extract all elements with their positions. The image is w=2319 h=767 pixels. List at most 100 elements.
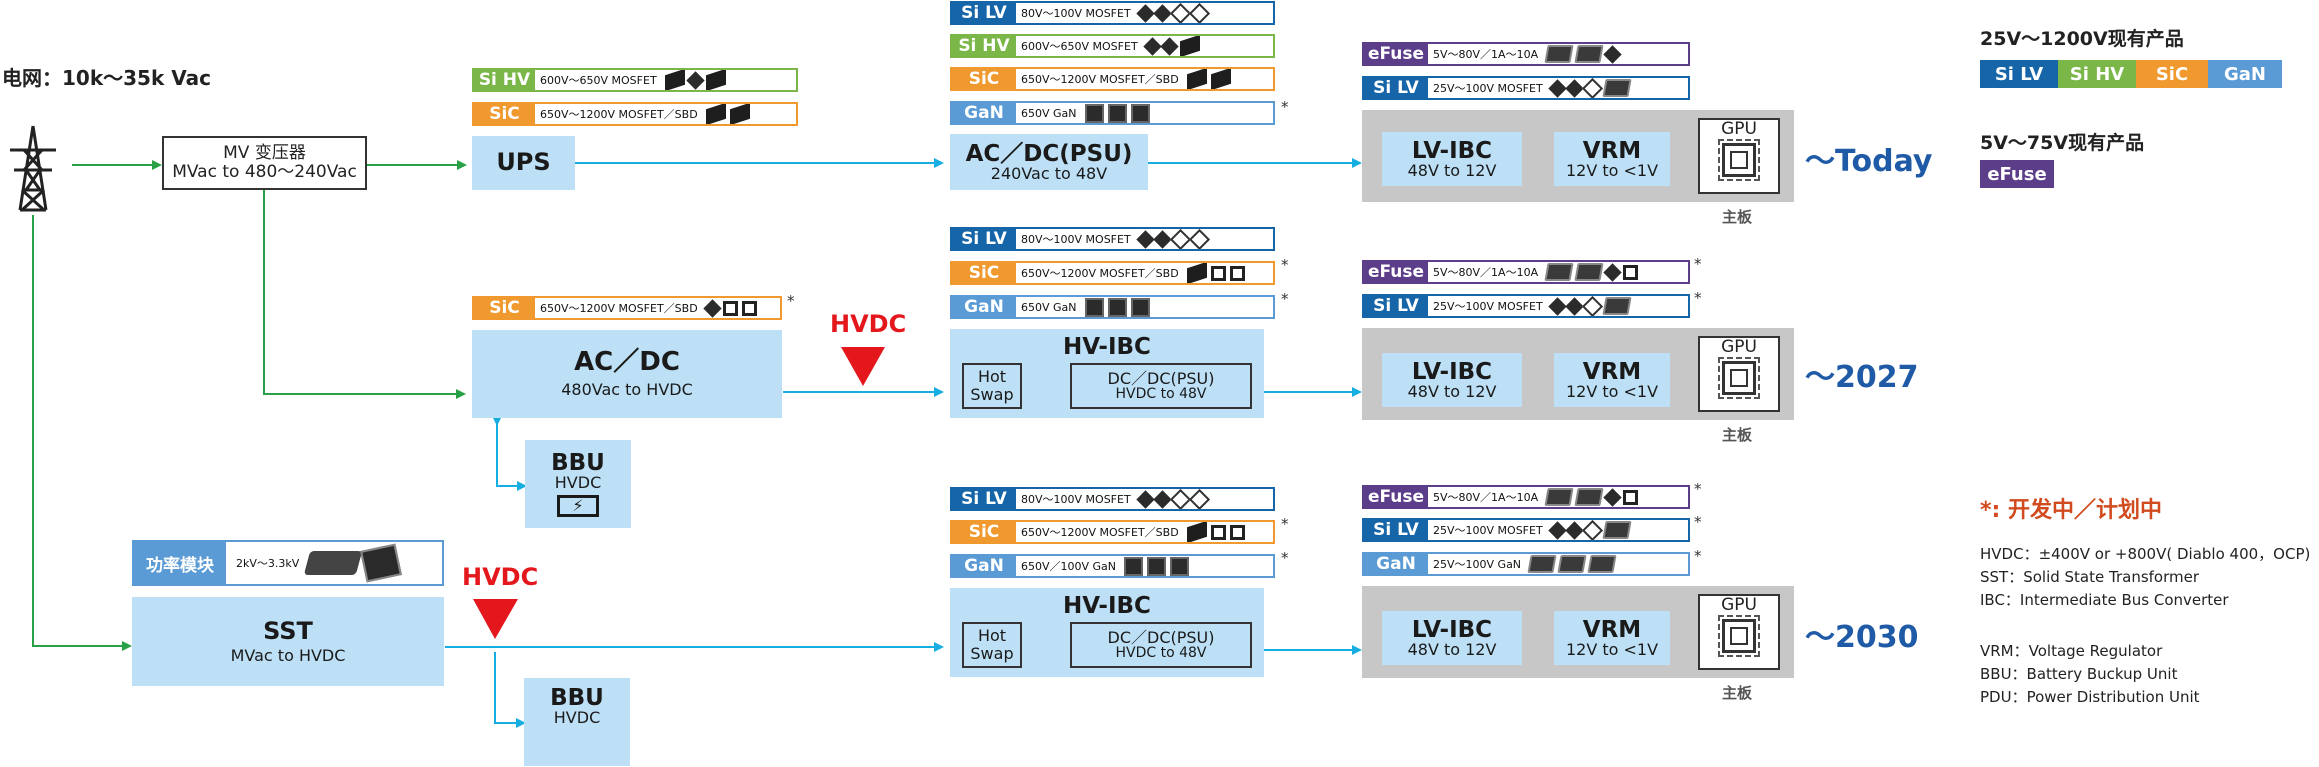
lv-ibc-box: LV-IBC 48V to 12V	[1382, 132, 1522, 186]
package-icon	[1574, 488, 1604, 506]
tag-desc: 650V～1200V MOSFET／SBD	[1021, 526, 1179, 539]
chip-diamond-icon	[1188, 3, 1210, 23]
tag-label: SiC	[952, 69, 1016, 89]
abbr-pdu: PDU：Power Distribution Unit	[1980, 688, 2200, 706]
to-package-icon	[705, 70, 726, 90]
tag-desc: 650V～1200V MOSFET／SBD	[540, 108, 698, 121]
sst-sub: MVac to HVDC	[230, 645, 346, 665]
mainboard-today: LV-IBC 48V to 12V VRM 12V to <1V GPU	[1362, 110, 1794, 202]
mainboard-2030: LV-IBC 48V to 12V VRM 12V to <1V GPU	[1362, 586, 1794, 678]
gpu-label: GPU	[1721, 595, 1757, 615]
hv-ibc-title: HV-IBC	[1063, 334, 1151, 360]
package-icon	[1602, 297, 1632, 315]
dev-star: *	[1694, 513, 1702, 531]
tag-desc: 25V～100V MOSFET	[1433, 524, 1543, 537]
today-tag-sihv: Si HV 600V～650V MOSFET	[950, 34, 1275, 58]
y2027-tag-sic: SiC 650V～1200V MOSFET／SBD	[950, 261, 1275, 285]
chip-square-icon	[1623, 264, 1639, 280]
chip-diamond-icon	[1547, 520, 1567, 540]
dcdc-title: DC／DC(PSU)	[1107, 627, 1215, 647]
gpu-box: GPU	[1698, 118, 1780, 194]
lv-ibc-title: LV-IBC	[1411, 616, 1493, 643]
legend-gan: GaN	[2208, 60, 2282, 88]
vrm-title: VRM	[1582, 358, 1642, 385]
package-icon	[1544, 488, 1574, 506]
chip-diamond-icon	[1581, 78, 1603, 98]
tag-label: Si LV	[1364, 520, 1428, 540]
package-icon	[1602, 79, 1632, 97]
acdc-2027-sub: 480Vac to HVDC	[561, 380, 693, 400]
dcdc-psu-box: DC／DC(PSU) HVDC to 48V	[1070, 363, 1252, 409]
abbr-ibc: IBC：Intermediate Bus Converter	[1980, 591, 2229, 609]
tag-desc: 25V～100V MOSFET	[1433, 82, 1543, 95]
chip-diamond-icon	[1581, 296, 1603, 316]
chip-diamond-icon	[1188, 489, 1210, 509]
tag-label: SiC	[952, 263, 1016, 283]
tag-label: Si LV	[952, 229, 1016, 249]
sst-box: SST MVac to HVDC	[132, 597, 444, 686]
today-tag-sic: SiC 650V～1200V MOSFET／SBD	[950, 67, 1275, 91]
y2027-tag-silv2: Si LV 25V～100V MOSFET	[1362, 294, 1690, 318]
chip-square-icon	[1107, 103, 1127, 123]
gpu-label: GPU	[1721, 119, 1757, 139]
bbu-2027-box: BBU HVDC ⚡	[525, 440, 631, 528]
lv-ibc-box: LV-IBC 48V to 12V	[1382, 611, 1522, 665]
y2030-tag-sic: SiC 650V～1200V MOSFET／SBD	[950, 520, 1275, 544]
tag-desc: 650V／100V GaN	[1021, 560, 1117, 573]
to-package-icon	[1186, 522, 1207, 542]
legend-efuse: eFuse	[1980, 160, 2054, 188]
chip-square-icon	[722, 300, 738, 316]
lv-ibc-sub: 48V to 12V	[1407, 160, 1497, 180]
hot-swap-label: Hot Swap	[970, 367, 1014, 404]
chip-square-icon	[1084, 297, 1104, 317]
bbu-sub: HVDC	[553, 708, 601, 728]
vrm-sub: 12V to <1V	[1565, 639, 1659, 659]
to-package-icon	[729, 104, 750, 124]
tag-label: SiC	[474, 104, 535, 124]
tag-label: GaN	[1364, 554, 1428, 574]
tag-label: Si LV	[1364, 296, 1428, 316]
legend-abbreviations: HVDC：±400V or +800V( Diablo 400，OCP) SST…	[1980, 543, 2310, 709]
dev-star: *	[1694, 547, 1702, 565]
chip-diamond-icon	[1581, 520, 1603, 540]
tag-desc: 650V～1200V MOSFET／SBD	[1021, 73, 1179, 86]
chip-diamond-icon	[1547, 78, 1567, 98]
to-package-icon	[664, 70, 685, 90]
power-module-label: 功率模块	[134, 542, 226, 584]
gpu-chip-icon	[1718, 356, 1760, 399]
package-icon	[1602, 521, 1632, 539]
chip-square-icon	[1229, 265, 1245, 281]
ups-tag-sihv: Si HV 600V～650V MOSFET	[472, 68, 798, 92]
dev-star: *	[1281, 549, 1289, 567]
today-tag-gan: GaN 650V GaN	[950, 101, 1275, 125]
acdc-2027-box: AC／DC 480Vac to HVDC	[472, 330, 782, 418]
lv-ibc-sub: 48V to 12V	[1407, 639, 1497, 659]
today-tag-efuse: eFuse 5V～80V／1A～10A	[1362, 42, 1690, 66]
tag-desc: 650V～1200V MOSFET／SBD	[540, 302, 698, 315]
mv-transformer-box: MV 变压器 MVac to 480～240Vac	[162, 136, 367, 190]
battery-icon: ⚡	[557, 495, 599, 518]
hvdc-triangle-2027	[841, 347, 885, 386]
legend-sic: SiC	[2136, 60, 2208, 88]
bbu-title: BBU	[550, 685, 604, 711]
tag-desc: 650V GaN	[1021, 106, 1077, 120]
chip-diamond-icon	[1188, 229, 1210, 249]
tag-label: Si LV	[1364, 78, 1428, 98]
chip-diamond-icon	[1547, 296, 1567, 316]
chip-diamond-icon	[1135, 489, 1155, 509]
legend-efuse-title: 5V～75V现有产品	[1980, 132, 2145, 154]
lv-ibc-sub: 48V to 12V	[1407, 381, 1497, 401]
line-mv-to-acdc2027	[263, 190, 466, 399]
line-grid-to-sst	[32, 215, 132, 651]
abbr-vrm: VRM：Voltage Regulator	[1980, 642, 2163, 660]
today-tag-silv: Si LV 80V～100V MOSFET	[950, 1, 1275, 25]
to-package-icon	[705, 104, 726, 124]
vrm-title: VRM	[1582, 616, 1642, 643]
hv-ibc-2030-box: HV-IBC Hot Swap DC／DC(PSU) HVDC to 48V	[950, 588, 1264, 677]
legend-products-title: 25V～1200V现有产品	[1980, 28, 2184, 50]
hot-swap-label: Hot Swap	[970, 626, 1014, 663]
igbt-module-icon	[304, 551, 363, 575]
hvdc-label-2030: HVDC	[462, 563, 539, 591]
abbr-sst: SST：Solid State Transformer	[1980, 568, 2200, 586]
